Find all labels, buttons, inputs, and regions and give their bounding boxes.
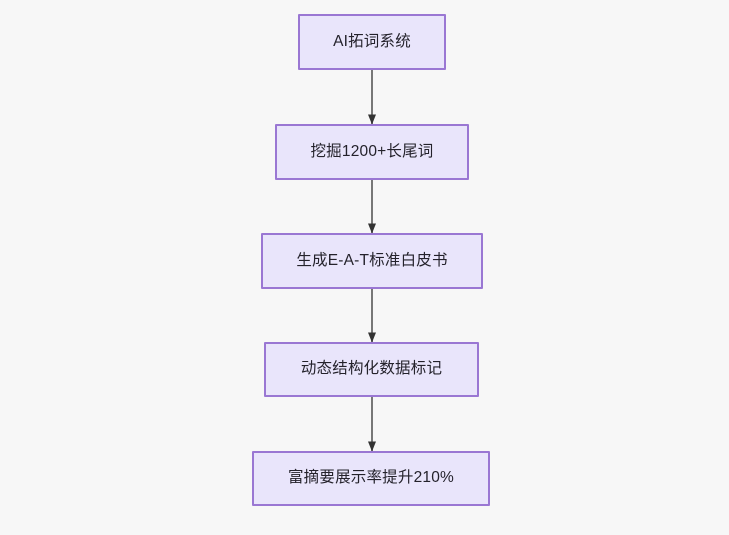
flow-node-5[interactable]: 富摘要展示率提升210% <box>252 451 490 506</box>
flow-node-2-label: 挖掘1200+长尾词 <box>310 142 434 160</box>
flow-node-3-label: 生成E-A-T标准白皮书 <box>296 251 448 269</box>
flow-node-4-label: 动态结构化数据标记 <box>300 360 443 378</box>
flow-node-3[interactable]: 生成E-A-T标准白皮书 <box>261 233 483 289</box>
flow-node-5-label: 富摘要展示率提升210% <box>287 469 455 487</box>
flow-node-1-label: AI拓词系统 <box>333 32 411 50</box>
flow-node-2[interactable]: 挖掘1200+长尾词 <box>275 124 469 180</box>
flow-node-4[interactable]: 动态结构化数据标记 <box>264 342 479 397</box>
flow-node-1[interactable]: AI拓词系统 <box>298 14 446 70</box>
